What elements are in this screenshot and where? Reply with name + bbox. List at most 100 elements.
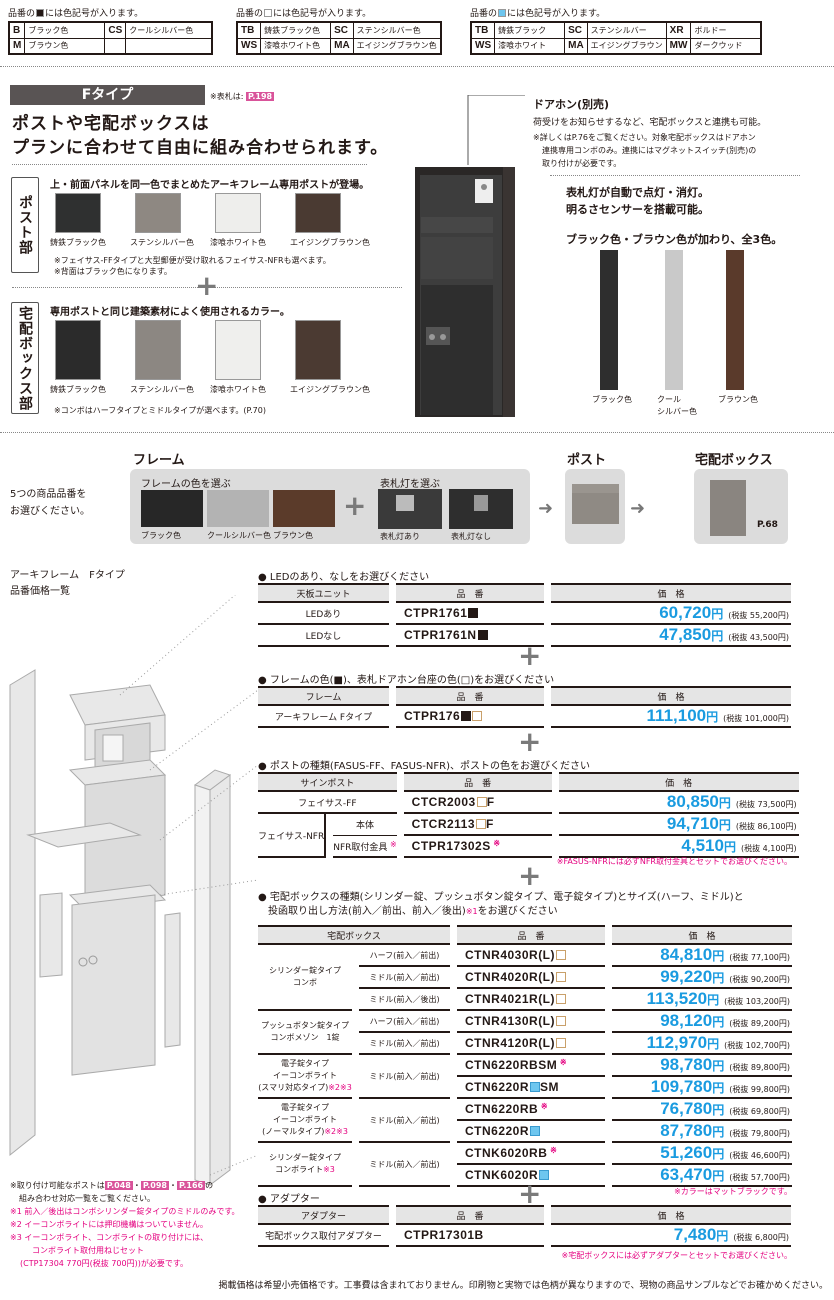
price-excl-tax: (税抜 89,800円) bbox=[729, 1063, 790, 1072]
price-excl-tax: (税抜 77,100円) bbox=[729, 953, 790, 962]
section-title-text: ポストの種類(FASUS-FF、FASUS-NFR)、ポストの色をお選びください bbox=[269, 761, 590, 772]
price-excl-tax: (税抜 99,800円) bbox=[729, 1085, 790, 1094]
arrow-right-icon: ➜ bbox=[630, 498, 646, 519]
column-header: 価 格 bbox=[551, 583, 791, 603]
light-off-option[interactable] bbox=[449, 489, 513, 529]
color-sample-image bbox=[295, 320, 341, 380]
color-swatch-icon bbox=[498, 9, 507, 17]
column-header: 天板ユニット bbox=[258, 583, 389, 603]
product-code-cell: CTNR4021R(L) bbox=[457, 989, 605, 1011]
blue-color-code-icon bbox=[539, 1170, 550, 1180]
yen: 円 bbox=[712, 1103, 725, 1117]
frame-color-option[interactable] bbox=[141, 490, 203, 527]
price-value: 76,780 bbox=[660, 1099, 713, 1118]
frame-heading: フレーム bbox=[133, 453, 185, 468]
yen: 円 bbox=[723, 840, 736, 854]
doorphone-note: ※詳しくはP.76をご覧ください。対象宅配ボックスはドアホン bbox=[533, 133, 756, 142]
page-link[interactable]: P.098 bbox=[140, 1181, 169, 1190]
row-label: LEDなし bbox=[258, 625, 389, 647]
product-code-cell: CTN6220RB ※ bbox=[457, 1099, 605, 1121]
post-selection-box[interactable] bbox=[565, 469, 625, 544]
price-excl-tax: (税抜 69,800円) bbox=[729, 1107, 790, 1116]
table-row: ミドル(前入／前出)CTNR4120R(L)112,970円(税抜 102,70… bbox=[258, 1033, 792, 1055]
footnote-3-cont: コンボライト取付用ねじセット bbox=[32, 1246, 144, 1255]
box-type-line: シリンダー錠タイプ bbox=[269, 966, 341, 975]
product-code: CTPR1761N bbox=[404, 628, 477, 642]
legend-caption: 品番のには色記号が入ります。 bbox=[8, 6, 213, 19]
pole-label: ブラック色 bbox=[592, 395, 632, 404]
color-sample-image bbox=[55, 193, 101, 233]
nameplate-page-link[interactable]: P.198 bbox=[245, 92, 275, 101]
legend-color-name: ブラック色 bbox=[24, 21, 106, 39]
section-title-text: LEDのあり、なしをお選びください bbox=[269, 572, 430, 583]
yen: 円 bbox=[712, 1059, 725, 1073]
legend-code: MA bbox=[564, 37, 588, 55]
footnote-2: ※2 イーコンボライトには押印機構はついていません。 bbox=[10, 1220, 208, 1229]
column-header: 価 格 bbox=[558, 772, 799, 792]
product-code: CTN6220R bbox=[465, 1080, 530, 1094]
price-cell: 63,470円(税抜 57,700円) bbox=[612, 1165, 792, 1187]
asterisk: ※ bbox=[547, 1146, 558, 1155]
price-cell: 84,810円(税抜 77,100円) bbox=[612, 945, 792, 967]
box-type-label: プッシュボタン錠タイプコンボメゾン 1錠 bbox=[258, 1011, 352, 1055]
price-excl-tax: (税抜 55,200円) bbox=[728, 611, 789, 620]
table-row: CTNK6020R 63,470円(税抜 57,700円) bbox=[258, 1165, 792, 1187]
box-type-label: 電子錠タイプイーコンボライト(ノーマルタイプ)※2※3 bbox=[258, 1099, 352, 1143]
intro-line: 5つの商品品番を bbox=[10, 489, 87, 500]
section-title-text: 投函取り出し方法(前入／前出、前入／後出) bbox=[268, 906, 466, 917]
frame-color-option[interactable] bbox=[207, 490, 269, 527]
price-excl-tax: (税抜 57,700円) bbox=[729, 1173, 790, 1182]
price-value: 98,120 bbox=[660, 1011, 713, 1030]
price-value: 87,780 bbox=[660, 1121, 713, 1140]
box-size-label: ミドル(前入／前出) bbox=[359, 1055, 450, 1099]
column-header: 価 格 bbox=[612, 925, 792, 945]
row-label: 本体 bbox=[333, 814, 397, 836]
box-type-label: シリンダー錠タイプコンボ bbox=[258, 945, 352, 1011]
post-note: ※背面はブラック色になります。 bbox=[54, 267, 172, 276]
page-link[interactable]: P.048 bbox=[104, 1181, 133, 1190]
pole-label: クール シルバー色 bbox=[657, 395, 697, 416]
archiframe-product-image bbox=[415, 95, 525, 417]
yen: 円 bbox=[706, 710, 719, 724]
product-code: CTN6220R bbox=[465, 1124, 530, 1138]
light-on-option[interactable] bbox=[378, 489, 442, 529]
product-code: CTNK6020RB bbox=[465, 1146, 548, 1160]
section-title: ● フレームの色(■)、表札ドアホン台座の色(□)をお選びください bbox=[258, 671, 554, 686]
product-code: CTNR4020R(L) bbox=[465, 970, 556, 984]
legend-code: B bbox=[8, 21, 26, 39]
price-list-title-line: アーキフレーム Fタイプ bbox=[10, 570, 125, 581]
color-swatch-icon bbox=[264, 9, 273, 17]
price-cell: 4,510円(税抜 4,100円) bbox=[558, 836, 799, 858]
box-size-label: ミドル(前入／前出) bbox=[359, 1099, 450, 1143]
legend-caption-text: 品番の bbox=[236, 9, 264, 19]
price-cell: 111,100円(税抜 101,000円) bbox=[551, 706, 791, 728]
box-size-label: ハーフ(前入／前出) bbox=[359, 945, 450, 967]
legend-caption-text: には色記号が入ります。 bbox=[507, 9, 606, 19]
page-link[interactable]: P.166 bbox=[176, 1181, 206, 1190]
box-table-note: ※カラーはマットブラックです。 bbox=[674, 1187, 792, 1196]
product-code: CTPR17302S bbox=[411, 839, 491, 853]
product-code: CTNK6020R bbox=[465, 1168, 539, 1182]
price-value: 99,220 bbox=[660, 967, 713, 986]
column-header: 価 格 bbox=[551, 686, 791, 706]
price-cell: 60,720円(税抜 55,200円) bbox=[551, 603, 791, 625]
box-heading: 宅配ボックス bbox=[695, 453, 773, 468]
product-code-cell: CTPR176 bbox=[396, 706, 544, 728]
light-feature: 表札灯が自動で点灯・消灯。明るさセンサーを搭載可能。 bbox=[566, 184, 709, 218]
legend-code: XR bbox=[665, 21, 692, 39]
legend-color-name: クールシルバー色 bbox=[125, 21, 213, 39]
legend-color-name: エイジングブラウン色 bbox=[352, 37, 442, 55]
price-excl-tax: (税抜 103,200円) bbox=[724, 997, 790, 1006]
row-label: 宅配ボックス取付アダプター bbox=[258, 1225, 389, 1247]
legend-code: SC bbox=[564, 21, 588, 39]
product-code: CTNR4021R(L) bbox=[465, 992, 556, 1006]
box-selection-box[interactable] bbox=[694, 469, 788, 544]
divider bbox=[12, 164, 367, 165]
product-code: CTCR2113 bbox=[411, 817, 476, 831]
frame-color-option[interactable] bbox=[273, 490, 335, 527]
